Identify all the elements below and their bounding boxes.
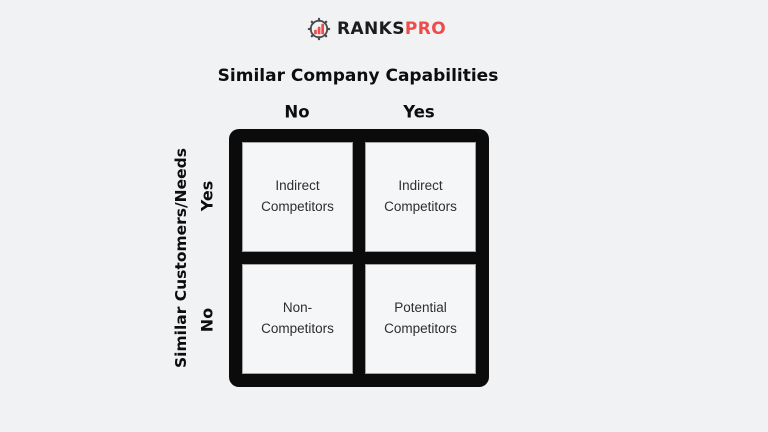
brand-name-secondary: PRO	[404, 19, 447, 39]
competitor-matrix: Indirect Competitors Indirect Competitor…	[229, 129, 489, 387]
row-label-no: No	[197, 307, 217, 333]
brand-name: RANKS PRO	[337, 19, 446, 39]
brand-logo: RANKS PRO	[307, 17, 446, 41]
matrix-cell-top-left: Indirect Competitors	[242, 142, 353, 252]
matrix-cell-top-right: Indirect Competitors	[365, 142, 476, 252]
row-label-yes: Yes	[197, 180, 217, 212]
gear-bar-chart-icon	[307, 17, 331, 41]
x-axis-title: Similar Company Capabilities	[217, 66, 499, 86]
y-axis-title: Similar Customers/Needs	[172, 148, 190, 368]
brand-name-primary: RANKS	[337, 19, 405, 39]
col-label-no: No	[284, 102, 310, 122]
matrix-cell-bottom-left: Non- Competitors	[242, 264, 353, 374]
matrix-cell-bottom-right: Potential Competitors	[365, 264, 476, 374]
col-label-yes: Yes	[403, 102, 435, 122]
